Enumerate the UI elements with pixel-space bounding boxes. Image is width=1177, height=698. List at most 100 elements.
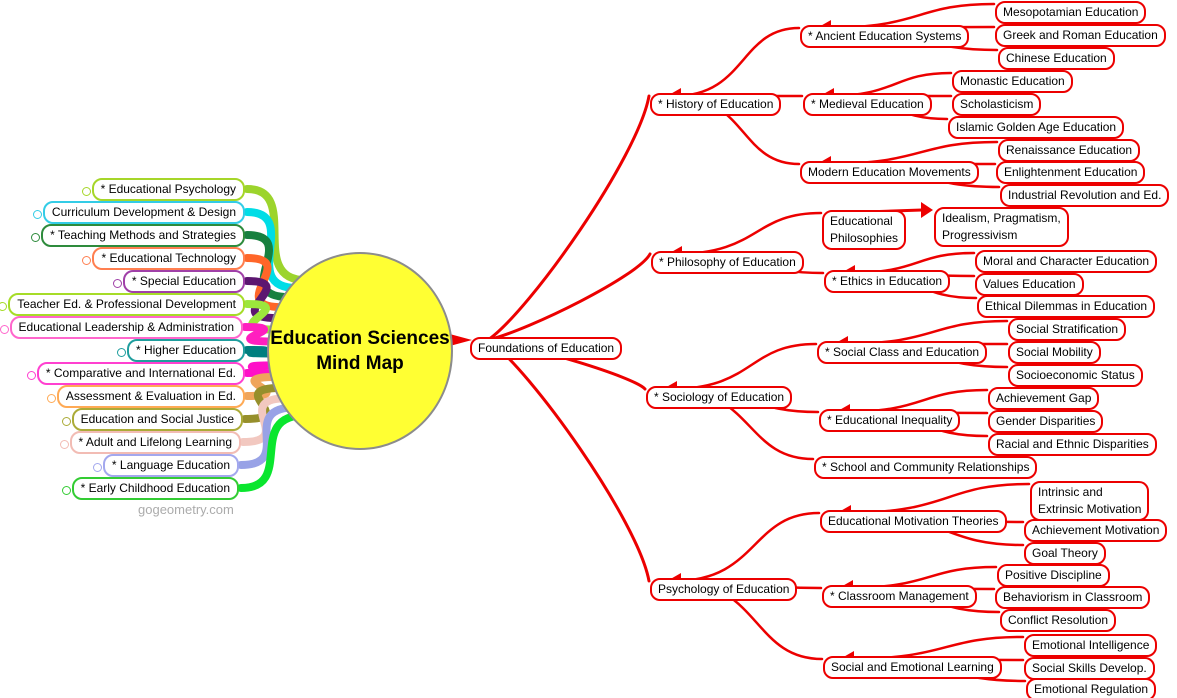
node-social-and-emotional-learning[interactable]: Social and Emotional Learning [823, 656, 1002, 679]
branch-handle-icon[interactable] [46, 394, 56, 403]
branch-handle-icon[interactable] [32, 210, 42, 219]
node-educational-leadership-administration[interactable]: Educational Leadership & Administration [0, 316, 243, 339]
branch-handle-icon[interactable] [81, 187, 91, 196]
node-adult-and-lifelong-learning[interactable]: * Adult and Lifelong Learning [59, 431, 241, 454]
branch-handle-icon[interactable] [112, 279, 122, 288]
node-teaching-methods-and-strategies[interactable]: * Teaching Methods and Strategies [31, 224, 245, 247]
node-ethics-in-education[interactable]: * Ethics in Education [824, 270, 951, 293]
branch-handle-icon[interactable] [61, 417, 71, 426]
branch-handle-icon[interactable] [26, 371, 36, 380]
branch-curve [239, 394, 293, 446]
watermark-text: gogeometry.com [138, 502, 234, 517]
node-educational-motivation-theories[interactable]: Educational Motivation Theories [820, 510, 1007, 533]
branch-label: * Special Education [131, 274, 236, 288]
node-scholasticism[interactable]: Scholasticism [952, 93, 1042, 116]
node-intrinsic-and-extrinsic-motivation[interactable]: Intrinsic and Extrinsic Motivation [1030, 481, 1150, 521]
node-history-of-education[interactable]: * History of Education [650, 93, 782, 116]
branch-handle-icon[interactable] [0, 325, 9, 334]
node-comparative-and-international-ed[interactable]: * Comparative and International Ed. [26, 362, 245, 385]
node-label: Emotional Regulation [1034, 682, 1149, 696]
node-label: Moral and Character Education [983, 254, 1150, 268]
node-teacher-ed-professional-development[interactable]: Teacher Ed. & Professional Development [0, 293, 245, 316]
node-socioeconomic-status[interactable]: Socioeconomic Status [1008, 364, 1143, 387]
branch-curve [486, 252, 652, 342]
node-label: Racial and Ethnic Disparities [996, 437, 1149, 451]
node-social-stratification[interactable]: Social Stratification [1008, 318, 1127, 341]
node-emotional-regulation[interactable]: Emotional Regulation [1026, 678, 1157, 698]
branch-handle-icon[interactable] [31, 233, 41, 242]
branch-curve [486, 94, 651, 342]
node-chinese-education[interactable]: Chinese Education [998, 47, 1115, 70]
branch-handle-icon[interactable] [92, 463, 102, 472]
node-educational-philosophies[interactable]: Educational Philosophies [822, 210, 907, 250]
node-educational-inequality[interactable]: * Educational Inequality [819, 409, 961, 432]
node-psychology-of-education[interactable]: Psychology of Education [650, 578, 798, 601]
node-foundations-of-education[interactable]: Foundations of Education [470, 337, 623, 360]
node-label: Renaissance Education [1006, 143, 1133, 157]
node-values-education[interactable]: Values Education [975, 273, 1084, 296]
node-label: Achievement Motivation [1032, 523, 1160, 537]
node-conflict-resolution[interactable]: Conflict Resolution [1000, 609, 1117, 632]
branch-label: Educational Leadership & Administration [18, 320, 234, 334]
node-positive-discipline[interactable]: Positive Discipline [997, 564, 1110, 587]
node-social-mobility[interactable]: Social Mobility [1008, 341, 1101, 364]
branch-handle-icon[interactable] [116, 348, 126, 357]
branch-handle-icon[interactable] [61, 486, 71, 495]
node-label: Values Education [983, 277, 1076, 291]
node-industrial-revolution-and-ed[interactable]: Industrial Revolution and Ed. [1000, 184, 1170, 207]
node-goal-theory[interactable]: Goal Theory [1024, 542, 1106, 565]
branch-label: Assessment & Evaluation in Ed. [65, 389, 236, 403]
node-classroom-management[interactable]: * Classroom Management [822, 585, 977, 608]
node-medieval-education[interactable]: * Medieval Education [803, 93, 932, 116]
branch-curve [486, 338, 651, 583]
node-emotional-intelligence[interactable]: Emotional Intelligence [1024, 634, 1158, 657]
node-islamic-golden-age-education[interactable]: Islamic Golden Age Education [948, 116, 1125, 139]
node-social-skills-develop[interactable]: Social Skills Develop. [1024, 657, 1155, 680]
node-gender-disparities[interactable]: Gender Disparities [988, 410, 1104, 433]
node-monastic-education[interactable]: Monastic Education [952, 70, 1073, 93]
node-educational-technology[interactable]: * Educational Technology [82, 247, 245, 270]
node-ethical-dilemmas-in-education[interactable]: Ethical Dilemmas in Education [977, 295, 1156, 318]
node-moral-and-character-education[interactable]: Moral and Character Education [975, 250, 1158, 273]
node-curriculum-development-design[interactable]: Curriculum Development & Design [32, 201, 245, 224]
node-label: * Medieval Education [811, 97, 924, 111]
node-label: Social Mobility [1016, 345, 1093, 359]
node-sociology-of-education[interactable]: * Sociology of Education [646, 386, 793, 409]
node-behaviorism-in-classroom[interactable]: Behaviorism in Classroom [995, 586, 1151, 609]
node-education-and-social-justice[interactable]: Education and Social Justice [61, 408, 243, 431]
node-idealism-pragmatism-progressivism[interactable]: Idealism, Pragmatism, Progressivism [934, 207, 1069, 247]
node-language-education[interactable]: * Language Education [92, 454, 239, 477]
node-label: Chinese Education [1006, 51, 1107, 65]
node-greek-and-roman-education[interactable]: Greek and Roman Education [995, 24, 1166, 47]
node-achievement-motivation[interactable]: Achievement Motivation [1024, 519, 1168, 542]
node-enlightenment-education[interactable]: Enlightenment Education [996, 161, 1146, 184]
node-philosophy-of-education[interactable]: * Philosophy of Education [651, 251, 804, 274]
branch-handle-icon[interactable] [0, 302, 8, 311]
node-label: * Educational Inequality [827, 413, 953, 427]
node-higher-education[interactable]: * Higher Education [116, 339, 245, 362]
node-ancient-education-systems[interactable]: * Ancient Education Systems [800, 25, 970, 48]
node-school-and-community-relationships[interactable]: * School and Community Relationships [814, 456, 1038, 479]
node-special-education[interactable]: * Special Education [112, 270, 245, 293]
node-early-childhood-education[interactable]: * Early Childhood Education [61, 477, 239, 500]
branch-handle-icon[interactable] [59, 440, 69, 449]
node-racial-and-ethnic-disparities[interactable]: Racial and Ethnic Disparities [988, 433, 1157, 456]
node-label: Goal Theory [1032, 546, 1098, 560]
central-topic-node[interactable]: Education Sciences Mind Map [267, 252, 453, 450]
node-label: Psychology of Education [658, 582, 790, 596]
node-label: Greek and Roman Education [1003, 28, 1158, 42]
node-educational-psychology[interactable]: * Educational Psychology [81, 178, 245, 201]
node-modern-education-movements[interactable]: Modern Education Movements [800, 161, 979, 184]
node-achievement-gap[interactable]: Achievement Gap [988, 387, 1100, 410]
branch-handle-icon[interactable] [82, 256, 92, 265]
node-social-class-and-education[interactable]: * Social Class and Education [817, 341, 988, 364]
node-renaissance-education[interactable]: Renaissance Education [998, 139, 1141, 162]
branch-label: * Language Education [111, 458, 230, 472]
node-assessment-evaluation-in-ed[interactable]: Assessment & Evaluation in Ed. [46, 385, 245, 408]
node-label: * Social Class and Education [825, 345, 980, 359]
node-label: Islamic Golden Age Education [956, 120, 1117, 134]
node-mesopotamian-education[interactable]: Mesopotamian Education [995, 1, 1147, 24]
node-label: Ethical Dilemmas in Education [985, 299, 1148, 313]
